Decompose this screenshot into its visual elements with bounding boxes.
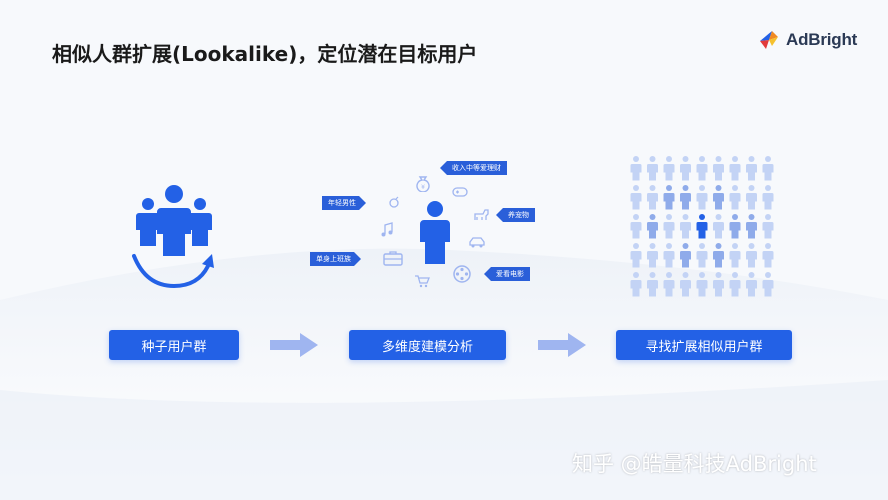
crowd-person (746, 156, 757, 181)
cart-icon (415, 275, 430, 288)
crowd-person (680, 243, 691, 268)
crowd-person (729, 185, 741, 210)
crowd-person (630, 214, 642, 239)
page-title: 相似人群扩展(Lookalike)，定位潜在目标用户 (52, 42, 478, 66)
crowd-person (729, 272, 741, 297)
car-icon (469, 237, 485, 248)
crowd-person (647, 185, 658, 210)
crowd-person (713, 185, 724, 210)
person-icon (420, 201, 450, 264)
film-reel-icon (453, 265, 471, 283)
crowd-person (762, 272, 774, 297)
crowd-person (746, 272, 757, 297)
crowd-person (762, 214, 774, 239)
bomb-icon (389, 196, 399, 208)
crowd-person (680, 156, 691, 181)
crowd-person (630, 243, 642, 268)
watermark: 知乎 @皓量科技AdBright (572, 452, 817, 476)
crowd-person (663, 272, 675, 297)
crowd-person (762, 185, 774, 210)
crowd-person (713, 243, 724, 268)
tag-pet: 养宠物 (496, 208, 535, 222)
crowd-person (630, 272, 642, 297)
crowd-person (647, 272, 658, 297)
music-note-icon (381, 222, 393, 237)
crowd-person (630, 156, 642, 181)
crowd-person (729, 214, 741, 239)
crowd-person (696, 185, 708, 210)
crowd-person (663, 243, 675, 268)
crowd-person (746, 243, 757, 268)
crowd-person (696, 214, 708, 239)
step-modeling: 多维度建模分析 (349, 330, 506, 360)
crowd-person (680, 214, 691, 239)
crowd-person (663, 156, 675, 181)
tag-income: 收入中等爱理财 (440, 161, 507, 175)
crowd-person (746, 214, 757, 239)
step-seed-users: 种子用户群 (109, 330, 239, 360)
tag-young-male: 年轻男性 (322, 196, 366, 210)
gamepad-icon (452, 187, 468, 197)
crowd-person (713, 156, 724, 181)
cycle-arrow-icon (132, 254, 210, 289)
crowd-person (647, 214, 658, 239)
crowd-person (647, 243, 658, 268)
crowd-person (729, 243, 741, 268)
tag-single-worker: 单身上班族 (310, 252, 361, 266)
crowd-person (663, 185, 675, 210)
tag-movie: 爱看电影 (484, 267, 530, 281)
money-bag-icon: ¥ (416, 176, 430, 192)
briefcase-icon (383, 251, 403, 266)
adbright-logo-icon (760, 31, 778, 49)
crowd-person (696, 156, 708, 181)
arrow-right-icon (270, 333, 318, 357)
crowd-person (663, 214, 675, 239)
logo-text: AdBright (786, 30, 858, 49)
seed-users-icon (132, 185, 214, 289)
crowd-person (713, 272, 724, 297)
crowd-person (630, 185, 642, 210)
crowd-person (762, 156, 774, 181)
crowd-person (696, 272, 708, 297)
crowd-grid-icon (630, 156, 774, 297)
logo: AdBright (758, 28, 857, 52)
crowd-person (696, 243, 708, 268)
dog-icon (474, 209, 489, 220)
step-lookalike-users: 寻找扩展相似用户群 (616, 330, 792, 360)
crowd-person (680, 272, 691, 297)
crowd-person (762, 243, 774, 268)
svg-text:¥: ¥ (421, 184, 425, 191)
crowd-person (729, 156, 741, 181)
crowd-person (746, 185, 757, 210)
crowd-person (647, 156, 658, 181)
crowd-person (713, 214, 724, 239)
crowd-person (680, 185, 691, 210)
arrow-right-icon (538, 333, 586, 357)
